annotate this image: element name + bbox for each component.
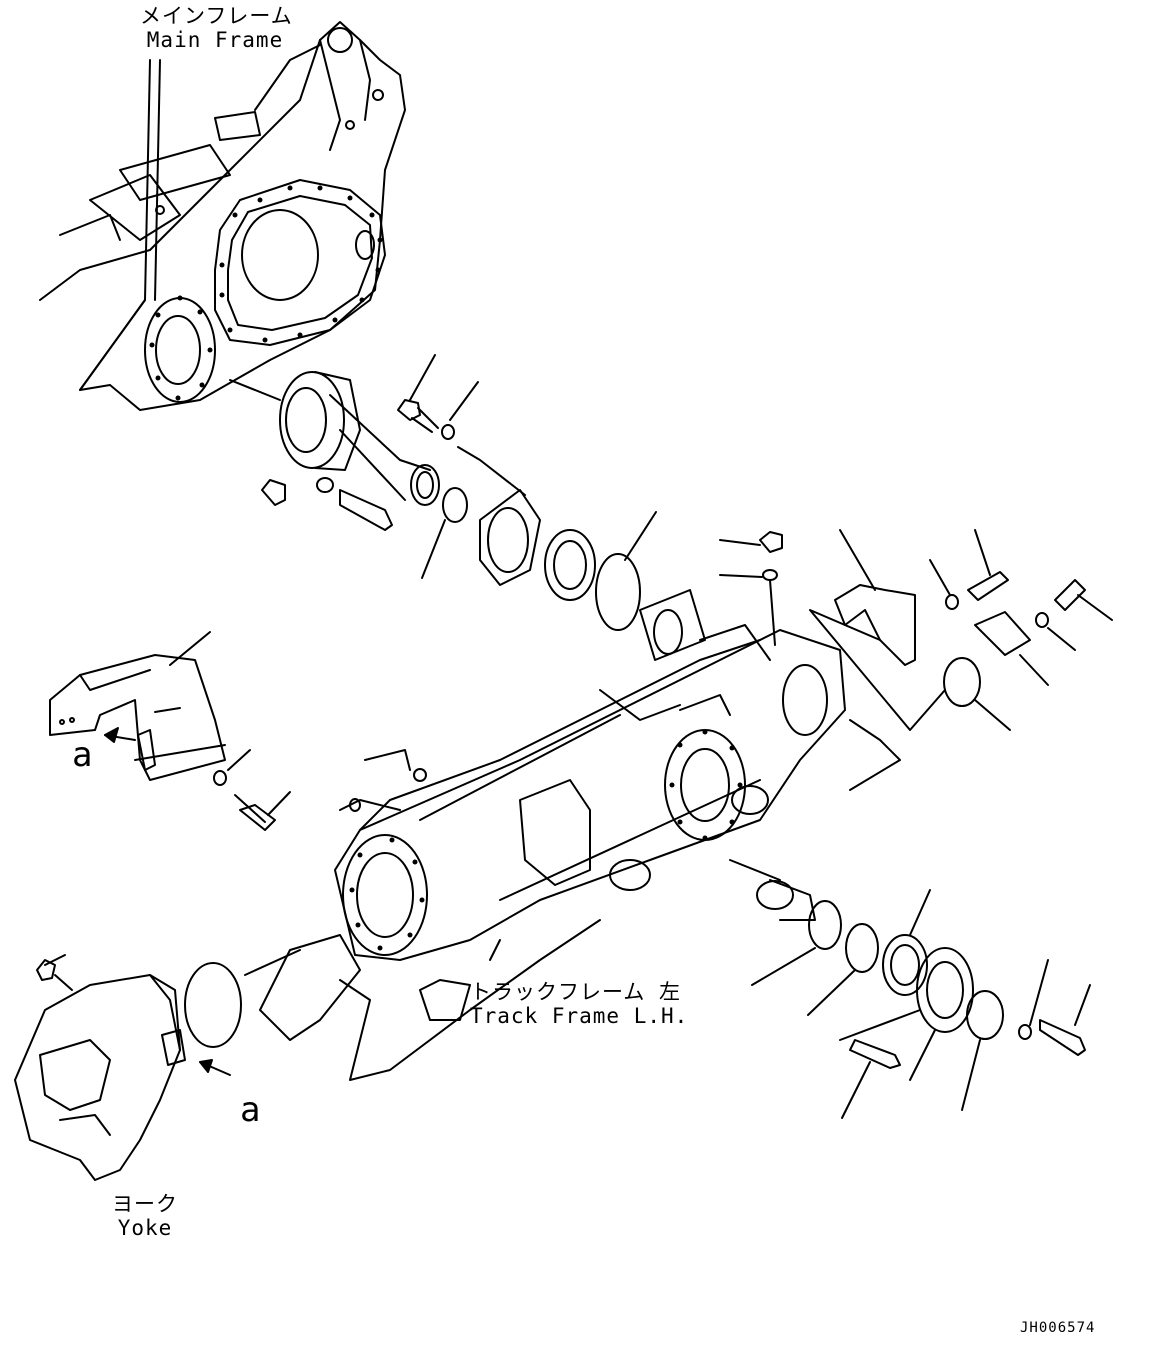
yoke-label-en: Yoke — [117, 1216, 173, 1240]
view-marker-a-upper: a — [72, 735, 93, 775]
drawing-number: JH006574 — [1020, 1320, 1096, 1336]
track-frame-label-en: Track Frame L.H. — [470, 1004, 689, 1028]
pivot-shaft — [229, 371, 440, 531]
yoke-label: ヨーク Yoke — [100, 1192, 190, 1240]
main-frame-label-jp: メインフレーム — [140, 4, 293, 28]
track-frame — [259, 624, 901, 1081]
frame-leaders — [489, 939, 501, 961]
main-frame-label: メインフレーム Main Frame — [140, 4, 293, 52]
track-frame-label: トラックフレーム 左 Track Frame L.H. — [470, 980, 689, 1028]
lower-right-parts — [729, 859, 1091, 1119]
yoke — [14, 949, 301, 1181]
track-frame-label-jp: トラックフレーム 左 — [470, 980, 682, 1004]
seal-rings — [479, 489, 706, 661]
upper-right-parts — [719, 529, 1113, 731]
main-frame-label-en: Main Frame — [146, 28, 284, 52]
upper-bolts — [397, 354, 526, 579]
view-marker-a-lower: a — [240, 1090, 261, 1130]
yoke-label-jp: ヨーク — [112, 1192, 178, 1216]
guard-cover — [49, 631, 291, 831]
main-frame — [39, 21, 406, 411]
